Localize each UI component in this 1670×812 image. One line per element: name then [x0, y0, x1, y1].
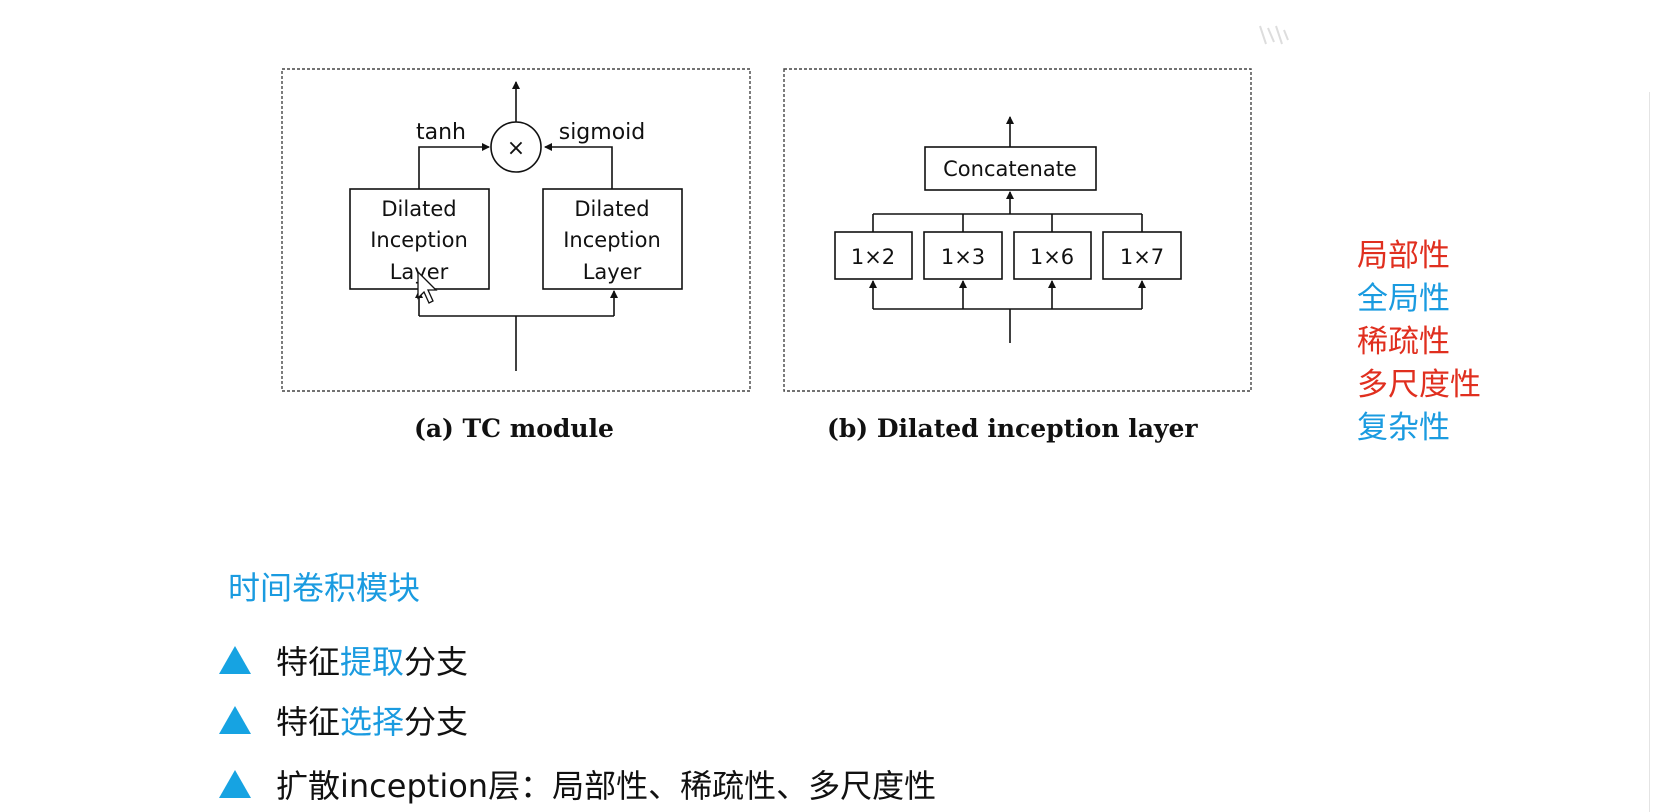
kernel-label: 1×2 [851, 245, 895, 269]
right-block-line-1: Dilated [574, 197, 649, 221]
property-locality: 局部性 [1357, 238, 1450, 274]
kernel-label: 1×6 [1030, 245, 1074, 269]
bullet-triangle-icon [219, 706, 251, 734]
right-block-line-2: Inception [563, 228, 661, 252]
left-block-line-2: Inception [370, 228, 468, 252]
concatenate-box [924, 146, 1097, 191]
property-list: 局部性 全局性 稀疏性 多尺度性 复杂性 [1357, 235, 1481, 450]
multiply-symbol: × [507, 136, 525, 161]
bullet-triangle-icon [219, 770, 251, 798]
bullet-prefix: 特征 [276, 703, 341, 741]
left-dilated-inception-block [349, 188, 490, 290]
kernel-label: 1×3 [941, 245, 985, 269]
bullet-suffix: 分支 [404, 643, 469, 681]
bullet-suffix: 分支 [404, 703, 469, 741]
bullet-highlight: 选择 [340, 703, 405, 741]
property-complexity: 复杂性 [1357, 410, 1450, 446]
bullet-text: 扩散inception层：局部性、稀疏性、多尺度性 [276, 767, 937, 805]
caption-dilated-inception: (b) Dilated inception layer [827, 414, 1198, 443]
bullet-feature-extraction: 特征提取分支 [219, 637, 468, 683]
bullet-prefix: 特征 [276, 643, 341, 681]
bullet-triangle-icon [219, 646, 251, 674]
bullet-feature-selection: 特征选择分支 [219, 697, 468, 743]
kernel-box [1013, 231, 1092, 280]
right-divider [1649, 92, 1650, 812]
property-globality: 全局性 [1357, 281, 1450, 317]
bullet-diffusion-inception: 扩散inception层：局部性、稀疏性、多尺度性 [219, 761, 936, 807]
kernel-box [1102, 231, 1182, 280]
left-block-line-1: Dilated [381, 197, 456, 221]
property-sparsity: 稀疏性 [1357, 324, 1450, 360]
bullet-highlight: 提取 [340, 643, 405, 681]
right-block-line-3: Layer [583, 260, 642, 284]
sigmoid-label: sigmoid [559, 120, 646, 145]
section-title: 时间卷积模块 [228, 569, 421, 607]
dilated-inception-frame [783, 68, 1252, 392]
kernel-box [834, 231, 913, 280]
caption-tc-module: (a) TC module [414, 414, 614, 443]
property-multiscale: 多尺度性 [1357, 367, 1481, 403]
watermark-logo [1259, 25, 1289, 45]
right-dilated-inception-block [542, 188, 683, 290]
tanh-label: tanh [416, 120, 466, 145]
mouse-cursor-icon [417, 270, 438, 304]
kernel-label: 1×7 [1120, 245, 1164, 269]
concatenate-label: Concatenate [943, 157, 1077, 181]
